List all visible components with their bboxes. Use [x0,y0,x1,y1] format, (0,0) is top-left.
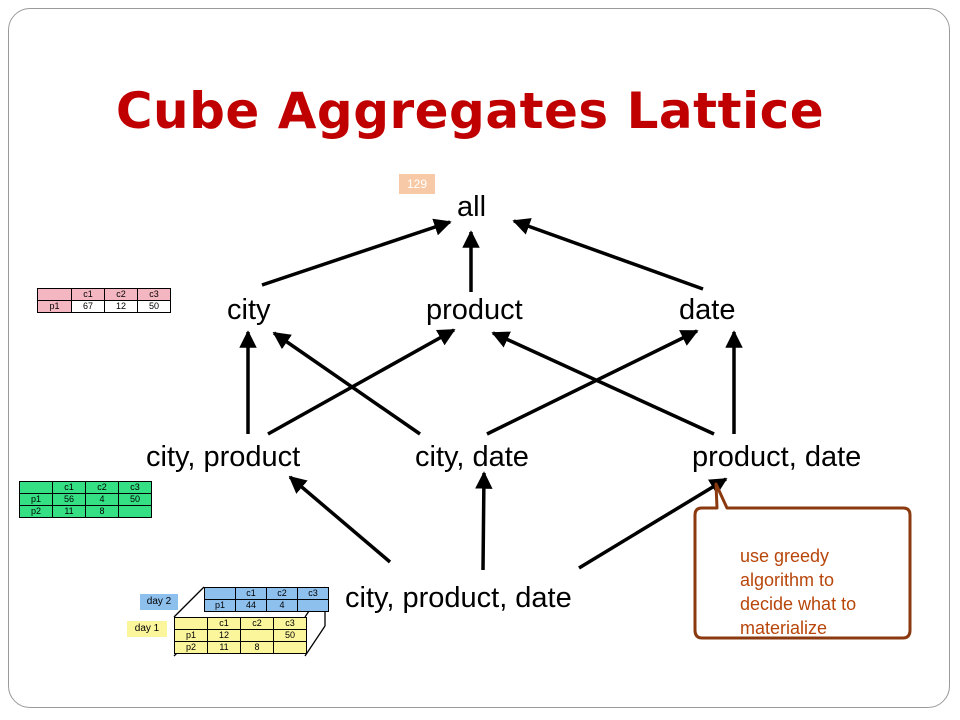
table-header-row: c1 c2 c3 [37,288,171,301]
table-cell: 44 [235,599,267,612]
table-header-row: c1 c2 c3 [19,481,152,494]
node-city-product-date: city, product, date [345,582,572,614]
table-cell: 8 [240,641,274,654]
table-cell: 50 [273,629,307,642]
city-product-view-table: c1 c2 c3 p1 56 4 50 p2 11 8 [19,481,152,518]
node-city: city [227,294,271,326]
table-cell: 56 [52,493,86,506]
edge-cpd-cityproduct [288,475,392,564]
node-product-date: product, date [692,441,862,473]
edge-city-all [261,218,452,287]
table-cell: 8 [85,505,119,518]
edge-citydate-city [272,331,421,436]
table-cell: 4 [85,493,119,506]
table-header-row: c1 c2 c3 [204,587,329,600]
table-cell: c2 [104,288,138,301]
table-cell: 12 [207,629,241,642]
table-cell: c3 [273,617,307,630]
callout-text: use greedy algorithm to decide what to m… [740,546,857,638]
day2-label: day 2 [140,594,178,610]
day2-table: c1 c2 c3 p1 44 4 [204,587,329,612]
table-cell: 4 [266,599,298,612]
table-cell: 67 [71,300,105,313]
edge-cpd-productdate [578,477,728,570]
page-title: Cube Aggregates Lattice [115,82,825,140]
table-cell: c1 [52,481,86,494]
table-cell: p2 [19,505,53,518]
edge-cityproduct-product [267,328,456,436]
table-cell: p1 [204,599,236,612]
table-cell: c2 [240,617,274,630]
table-row: p1 12 50 [174,629,307,642]
table-cell [204,587,236,600]
table-header-row: c1 c2 c3 [174,617,307,630]
table-cell: c2 [85,481,119,494]
table-cell: c1 [235,587,267,600]
table-cell: 12 [104,300,138,313]
table-cell: p1 [19,493,53,506]
city-view-table: c1 c2 c3 p1 67 12 50 [37,288,171,313]
table-cell: p1 [37,300,72,313]
callout-bubble [693,482,912,640]
node-city-date: city, date [415,441,529,473]
table-row: p1 44 4 [204,599,329,612]
edge-productdate-product [491,331,715,436]
table-cell [19,481,53,494]
table-cell: c3 [297,587,329,600]
node-product: product [426,294,523,326]
node-date: date [679,294,736,326]
table-cell [240,629,274,642]
table-cell: c1 [207,617,241,630]
table-cell: c1 [71,288,105,301]
table-cell: 50 [118,493,152,506]
table-cell: 11 [207,641,241,654]
table-cell [174,617,208,630]
table-cell [37,288,72,301]
day1-table: c1 c2 c3 p1 12 50 p2 11 8 [174,617,307,654]
table-row: p2 11 8 [174,641,307,654]
day1-label: day 1 [127,621,167,637]
table-row: p1 67 12 50 [37,300,171,313]
table-cell: p2 [174,641,208,654]
node-all: all [457,191,487,223]
table-cell: c3 [118,481,152,494]
edge-citydate-date [486,329,699,436]
table-row: p2 11 8 [19,505,152,518]
table-cell [297,599,329,612]
all-count-badge: 129 [399,174,435,194]
node-city-product: city, product [146,441,301,473]
table-cell [118,505,152,518]
table-cell: 11 [52,505,86,518]
table-cell: c2 [266,587,298,600]
table-cell: 50 [137,300,171,313]
table-cell: c3 [137,288,171,301]
edge-date-all [512,218,704,291]
table-cell: p1 [174,629,208,642]
edge-cpd-citydate [475,471,493,571]
table-row: p1 56 4 50 [19,493,152,506]
table-cell [273,641,307,654]
